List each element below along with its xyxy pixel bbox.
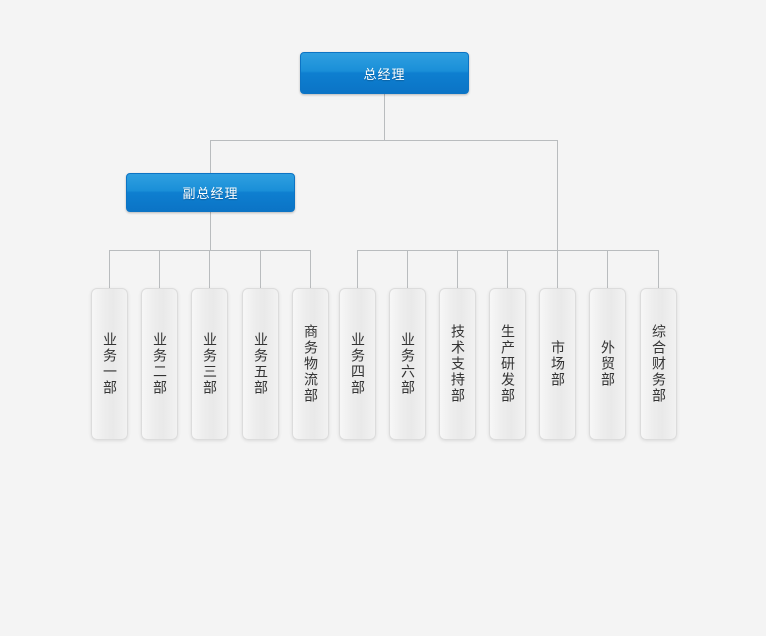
node-label-department-4: 业务五部 [252,332,269,396]
node-department-11[interactable]: 外贸部 [589,288,626,440]
connector-drop-dept-3 [209,250,210,288]
connector-gm-stem [384,94,385,140]
node-department-2[interactable]: 业务二部 [141,288,178,440]
connector-drop-dept-9 [507,250,508,288]
node-label-department-8: 技术支持部 [449,324,466,404]
node-department-5[interactable]: 商务物流部 [292,288,329,440]
node-department-4[interactable]: 业务五部 [242,288,279,440]
connector-drop-dept-2 [159,250,160,288]
node-department-6[interactable]: 业务四部 [339,288,376,440]
node-department-10[interactable]: 市场部 [539,288,576,440]
node-general-manager[interactable]: 总经理 [300,52,469,94]
connector-drop-dept-10 [557,250,558,288]
connector-left-bus [109,250,311,251]
node-label-department-5: 商务物流部 [302,324,319,404]
node-department-9[interactable]: 生产研发部 [489,288,526,440]
node-label-department-6: 业务四部 [349,332,366,396]
connector-gm-bus [210,140,558,141]
node-label-department-9: 生产研发部 [499,324,516,404]
connector-drop-dept-6 [357,250,358,288]
connector-right-drop [557,140,558,288]
node-department-1[interactable]: 业务一部 [91,288,128,440]
node-deputy-general-manager[interactable]: 副总经理 [126,173,295,212]
node-department-7[interactable]: 业务六部 [389,288,426,440]
connector-dgm-stem [210,212,211,250]
node-label-department-3: 业务三部 [201,332,218,396]
node-label-department-10: 市场部 [549,340,566,388]
connector-drop-dept-4 [260,250,261,288]
node-department-8[interactable]: 技术支持部 [439,288,476,440]
node-label-department-1: 业务一部 [101,332,118,396]
node-label-department-11: 外贸部 [599,340,616,388]
connector-drop-dept-1 [109,250,110,288]
connector-drop-dept-5 [310,250,311,288]
connector-drop-dept-12 [658,250,659,288]
node-label-department-12: 综合财务部 [650,324,667,404]
node-label-department-7: 业务六部 [399,332,416,396]
connector-dgm-drop [210,140,211,173]
node-label-general-manager: 总经理 [363,66,406,82]
node-department-3[interactable]: 业务三部 [191,288,228,440]
connector-drop-dept-11 [607,250,608,288]
connector-drop-dept-7 [407,250,408,288]
node-label-department-2: 业务二部 [151,332,168,396]
node-label-deputy-general-manager: 副总经理 [182,186,239,201]
node-department-12[interactable]: 综合财务部 [640,288,677,440]
connector-drop-dept-8 [457,250,458,288]
